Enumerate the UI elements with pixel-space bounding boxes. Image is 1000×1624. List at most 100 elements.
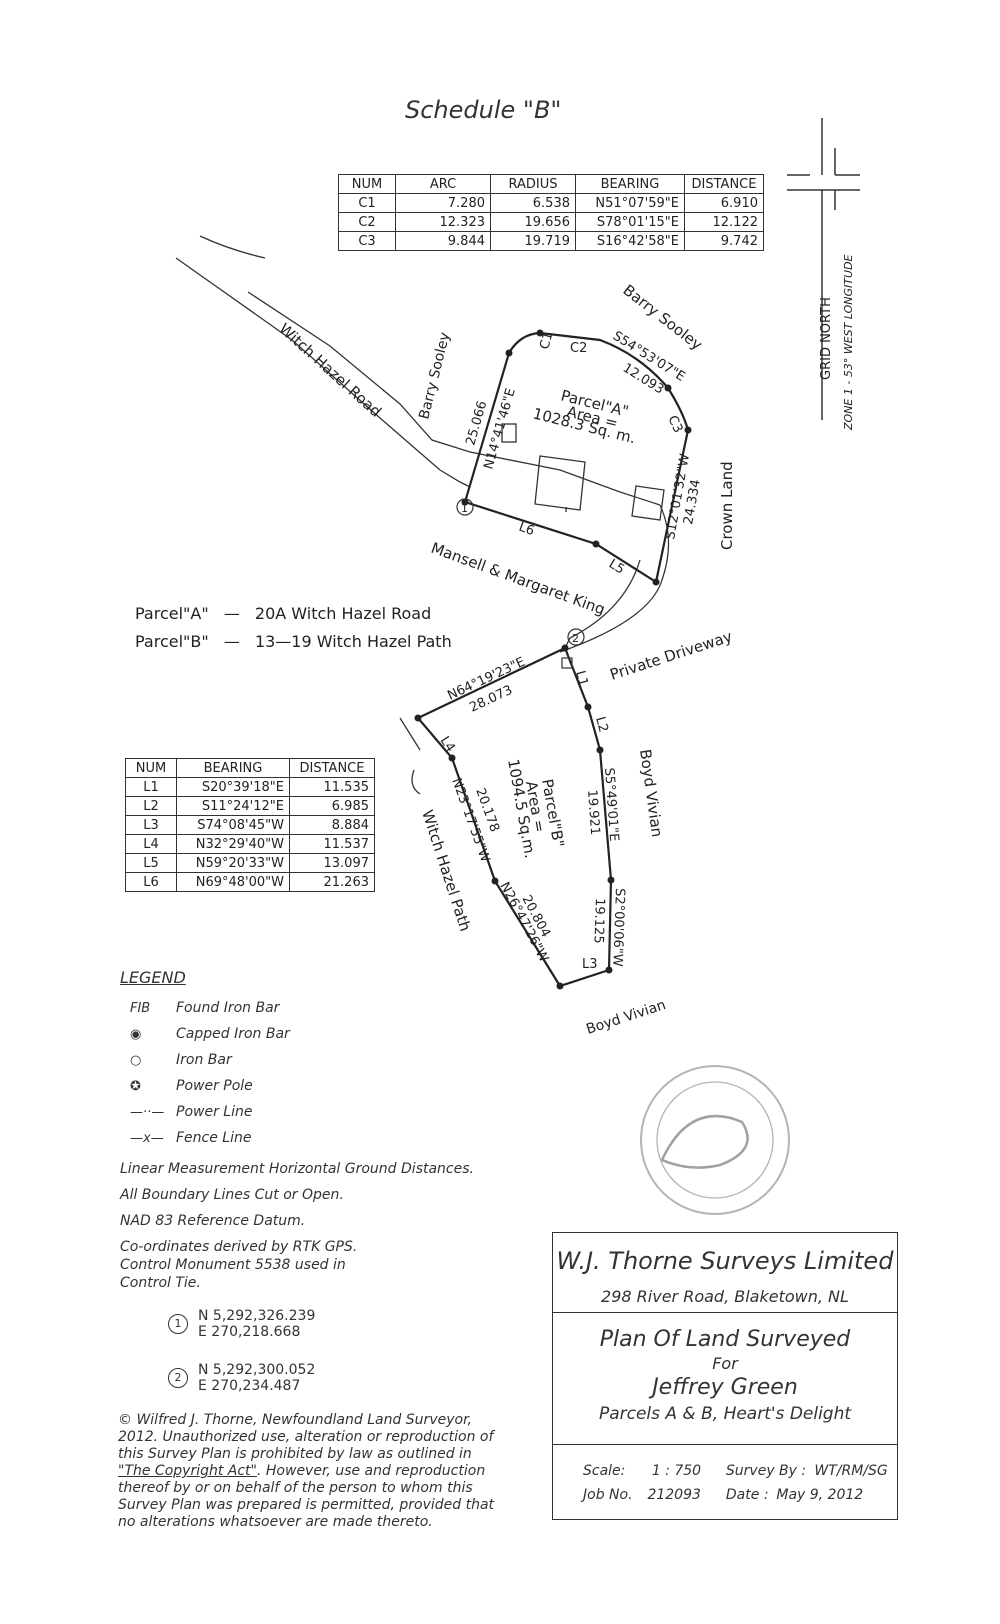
found-iron-bar-icon: FIB — [130, 1000, 151, 1016]
title-block-firm: W.J. Thorne Surveys Limited 298 River Ro… — [553, 1233, 897, 1313]
l2-label: L2 — [592, 715, 611, 734]
north-arrow-label: GRID NORTH — [819, 297, 834, 380]
line-cell-distance: 8.884 — [289, 815, 375, 835]
line-cell-distance: 21.263 — [289, 872, 375, 892]
iron-bar-icon: ○ — [130, 1052, 142, 1068]
parcel-a-desc-dash: — — [223, 604, 240, 623]
l3-label: L3 — [582, 957, 598, 972]
line-cell-num: L6 — [125, 872, 177, 892]
title-block-details: Scale: 1 : 750 Survey By : WT/RM/SG Job … — [553, 1445, 897, 1507]
line-cell-bearing: N32°29'40"W — [176, 834, 290, 854]
fence-line-icon: —x— — [130, 1130, 164, 1146]
plan-for: For — [712, 1354, 738, 1373]
line-cell-num: L3 — [125, 815, 177, 835]
survey-by-label: Survey By : — [725, 1463, 807, 1479]
parcel-a-corner-markers — [461, 329, 692, 586]
curve-cell-radius: 19.719 — [490, 231, 576, 251]
survey-by-value: WT/RM/SG — [814, 1463, 888, 1479]
parcel-a-desc-name: Parcel"A" — [135, 604, 209, 623]
legend-item: —x— Fence Line — [120, 1125, 290, 1151]
parcel-b-desc-dash: — — [223, 632, 240, 651]
curve-table-header: NUM ARC RADIUS BEARING DISTANCE — [338, 174, 764, 194]
parcel-a-desc-address: 20A Witch Hazel Road — [254, 604, 432, 623]
table-row: L4 N32°29'40"W 11.537 — [125, 834, 375, 854]
note-boundary: All Boundary Lines Cut or Open. — [120, 1187, 344, 1203]
note-measurement: Linear Measurement Horizontal Ground Dis… — [120, 1161, 474, 1177]
boyd-vivian-south-label: Boyd Vivian — [584, 997, 667, 1038]
job-number-value: 212093 — [647, 1487, 701, 1503]
private-driveway-label: Private Driveway — [608, 627, 735, 684]
boyd-vivian-east-label: Boyd Vivian — [636, 748, 666, 838]
table-row: L5 N59°20'33"W 13.097 — [125, 853, 375, 873]
parcel-description-b: Parcel"B" — 13—19 Witch Hazel Path — [135, 628, 452, 656]
surveyor-seal-icon — [640, 1065, 790, 1215]
zone-label: ZONE 1 - 53° WEST LONGITUDE — [842, 254, 855, 431]
curve-cell-arc: 12.323 — [395, 212, 491, 232]
parcel-b-corner-markers — [414, 644, 615, 990]
curve-header-distance: DISTANCE — [684, 174, 764, 194]
b-east-bearing-2: S2°00'06"W — [609, 888, 627, 967]
l4-label: L4 — [437, 734, 458, 755]
line-cell-bearing: S74°08'45"W — [176, 815, 290, 835]
plan-parcels: Parcels A & B, Heart's Delight — [598, 1404, 852, 1424]
b-east-distance-1: 19.921 — [584, 789, 602, 835]
b-east-distance-2: 19.125 — [590, 898, 607, 944]
curve-table: NUM ARC RADIUS BEARING DISTANCE C1 7.280… — [338, 174, 764, 251]
legend-item: FIB Found Iron Bar — [120, 995, 290, 1021]
copyright-text-1: © Wilfred J. Thorne, Newfoundland Land S… — [118, 1412, 494, 1462]
job-number-label: Job No. — [583, 1487, 633, 1503]
point-2-badge: 2 — [168, 1368, 188, 1388]
point-1-badge: 1 — [168, 1314, 188, 1334]
note-coordinates: Co-ordinates derived by RTK GPS. Control… — [120, 1239, 358, 1291]
table-row: C1 7.280 6.538 N51°07'59"E 6.910 — [338, 193, 764, 213]
table-row: L3 S74°08'45"W 8.884 — [125, 815, 375, 835]
line-cell-num: L1 — [125, 777, 177, 797]
date-value: May 9, 2012 — [776, 1487, 864, 1503]
c3-label: C3 — [664, 413, 685, 435]
parcel-description-a: Parcel"A" — 20A Witch Hazel Road — [135, 600, 452, 628]
legend: LEGEND FIB Found Iron Bar ◉ Capped Iron … — [120, 968, 290, 1151]
line-cell-distance: 11.537 — [289, 834, 375, 854]
date-label: Date : — [725, 1487, 769, 1503]
line-cell-bearing: N69°48'00"W — [176, 872, 290, 892]
legend-item-label: Power Pole — [176, 1078, 253, 1094]
line-cell-bearing: N59°20'33"W — [176, 853, 290, 873]
point-2-northing: N 5,292,300.052 — [198, 1362, 316, 1378]
line-table-header: NUM BEARING DISTANCE — [125, 758, 375, 778]
legend-item-label: Power Line — [176, 1104, 253, 1120]
parcel-b-desc-address: 13—19 Witch Hazel Path — [254, 632, 452, 651]
parcel-descriptions: Parcel"A" — 20A Witch Hazel Road Parcel"… — [135, 600, 452, 656]
line-table: NUM BEARING DISTANCE L1 S20°39'18"E 11.5… — [125, 758, 375, 892]
title-block: W.J. Thorne Surveys Limited 298 River Ro… — [552, 1232, 898, 1520]
copyright-notice: © Wilfred J. Thorne, Newfoundland Land S… — [118, 1412, 498, 1531]
line-cell-distance: 6.985 — [289, 796, 375, 816]
curve-cell-arc: 7.280 — [395, 193, 491, 213]
coordinate-point-2: 2 N 5,292,300.052 E 270,234.487 — [168, 1362, 315, 1394]
copyright-act: "The Copyright Act" — [118, 1463, 257, 1479]
line-header-distance: DISTANCE — [289, 758, 375, 778]
line-cell-num: L5 — [125, 853, 177, 873]
l6-label: L6 — [517, 520, 537, 539]
table-row: C3 9.844 19.719 S16°42'58"E 9.742 — [338, 231, 764, 251]
copyright-text-2: . However, use and reproduction thereof … — [118, 1463, 495, 1530]
point-1-number: 1 — [461, 502, 468, 515]
witch-hazel-road-lines — [175, 235, 670, 653]
point-1-marker — [456, 498, 474, 516]
survey-notes: Linear Measurement Horizontal Ground Dis… — [120, 1160, 500, 1300]
table-row: L2 S11°24'12"E 6.985 — [125, 796, 375, 816]
legend-item: —··— Power Line — [120, 1099, 290, 1125]
barry-sooley-west-label: Barry Sooley — [416, 331, 453, 421]
mansell-king-label: Mansell & Margaret King — [429, 539, 608, 619]
parcel-b-desc-name: Parcel"B" — [135, 632, 209, 651]
firm-address: 298 River Road, Blaketown, NL — [601, 1287, 849, 1306]
witch-hazel-path-lines — [399, 717, 421, 795]
point-2-easting: E 270,234.487 — [198, 1378, 301, 1394]
schedule-title: Schedule "B" — [405, 96, 562, 124]
power-pole-icon: ✪ — [130, 1078, 141, 1094]
curve-cell-num: C3 — [338, 231, 396, 251]
line-cell-num: L2 — [125, 796, 177, 816]
legend-item: ✪ Power Pole — [120, 1073, 290, 1099]
line-cell-bearing: S20°39'18"E — [176, 777, 290, 797]
